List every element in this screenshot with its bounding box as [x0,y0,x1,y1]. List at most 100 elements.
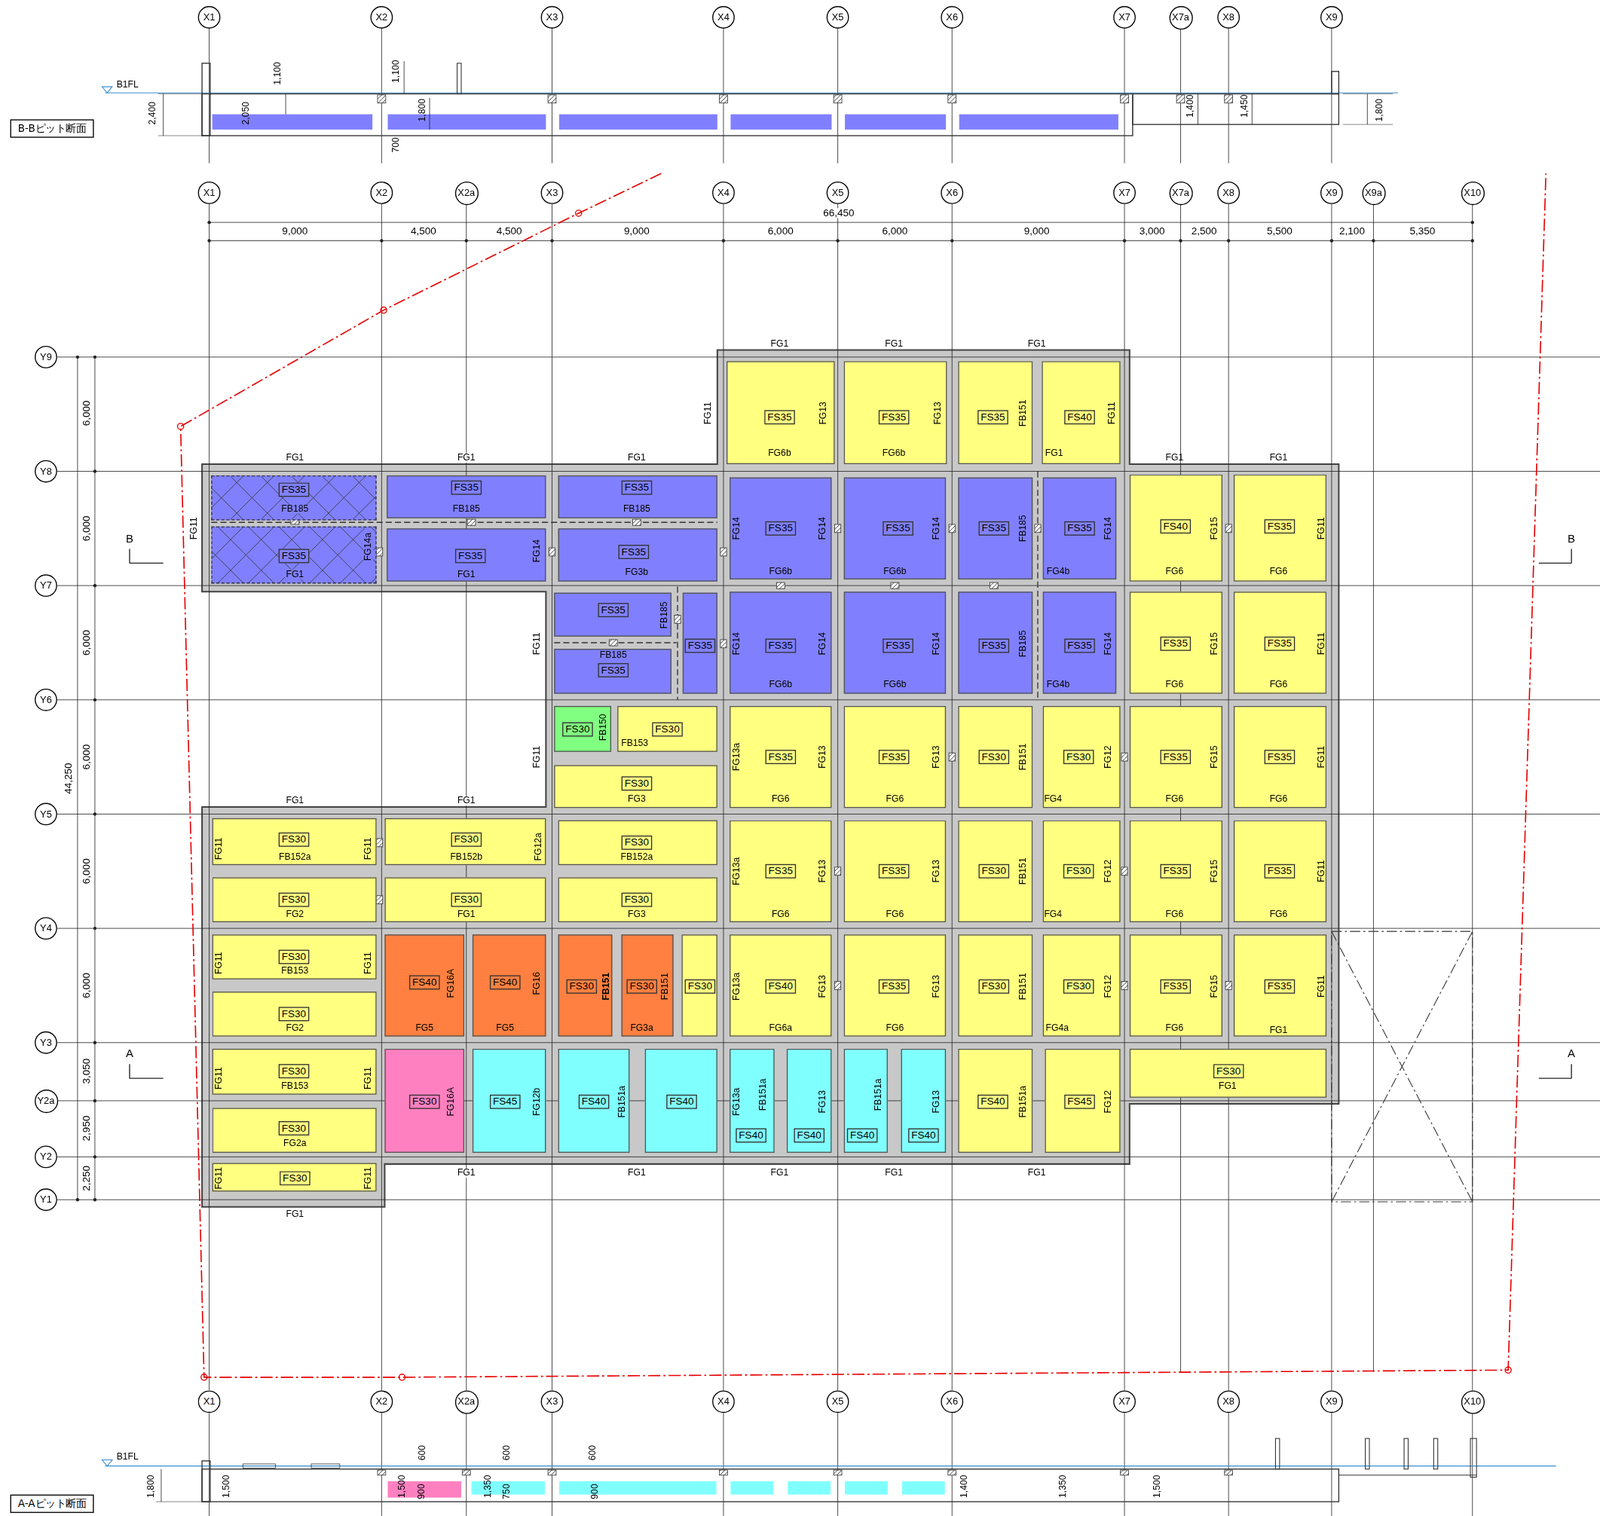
slab-code: FS35 [278,482,309,497]
beam-label: FG5 [495,1024,515,1034]
grid-bubble: X5 [826,181,850,205]
grid-label: X6 [945,12,958,23]
beam-label: FG6 [1268,679,1288,689]
dimension-tick [550,238,554,242]
slab-panel: FS35 [844,591,946,694]
beam-label: FB151 [601,972,611,1002]
dimension-text: 6,000 [766,226,795,238]
slab-panel: FS35 [553,593,672,637]
grid-label: X2 [376,1397,389,1408]
beam-label: FG15 [1209,974,1219,1000]
pit-water-band [959,114,1119,130]
dimension-text: 4,500 [409,226,438,238]
grid-line [57,813,1600,815]
slab-code: FS40 [578,1095,609,1110]
dimension-text: 6,000 [81,743,92,771]
slab-code: FS40 [908,1128,939,1143]
beam-label: FG1 [1043,448,1064,458]
grid-label: X2 [376,12,389,23]
beam-label: FG14 [532,538,542,564]
slab-code: FS35 [455,548,486,563]
beam-label: FG13 [817,859,827,885]
sub-beam-line [211,522,718,524]
beam-label: FG6a [767,1024,793,1034]
grid-line [551,204,553,1392]
hatch-line [340,527,376,583]
slab-panel: FS35 [1129,820,1223,923]
beam-label: FG13 [932,1089,942,1115]
beam-label: FB185 [598,650,628,660]
property-point [398,1374,405,1381]
dimension-tick [93,584,97,588]
hatch-line [212,476,244,520]
beam-break-mark [776,582,785,589]
dimension-tick [93,926,97,931]
grid-bubble: Y8 [34,460,58,484]
grid-label: X9 [1325,187,1338,198]
slab-code: FS35 [977,409,1008,425]
grid-line [57,1156,1600,1158]
grid-label: Y1 [39,1195,53,1206]
beam-break-mark [1121,752,1128,762]
dimension-tick [93,355,97,359]
beam-label: FB153 [280,966,310,976]
slab-code: FS35 [878,409,909,425]
column-section [719,1470,729,1476]
pit-section-outline [1132,94,1339,126]
beam-label: FG16 [532,971,542,997]
post [1365,1438,1370,1470]
dimension-line [76,357,78,1200]
slab-code: FS35 [878,864,909,879]
beam-break-mark [835,867,842,876]
slab-code: FS35 [878,979,909,995]
slab-code: FS35 [882,521,913,536]
section-cut-mark [129,1077,164,1079]
slab-code: FS40 [793,1128,824,1143]
property-point [575,210,582,217]
beam-label: FG12b [532,1086,542,1117]
hatch-line [340,527,376,583]
grid-bubble: X2a [454,180,478,205]
slab-code: FS30 [651,722,683,738]
beam-label: FB152a [278,852,313,862]
beam-label: FG15 [1209,631,1219,657]
pit-water-band [730,114,832,130]
section-dimension: 1,100 [391,58,401,84]
column-section [833,94,842,104]
beam-label: FG11 [1316,631,1326,656]
beam-label: FG6 [884,1024,905,1034]
beam-break-mark [835,524,842,533]
slab-code: FS35 [1064,521,1095,536]
slab-code: FS35 [1160,864,1191,879]
beam-label: FG1 [884,339,904,349]
grid-label: X1 [203,12,216,23]
dimension-text: 5,350 [1408,226,1437,238]
grid-line [465,1413,467,1516]
beam-label: FG6b [881,448,906,458]
hatch-line [352,476,376,520]
hatch-line [352,476,376,520]
dimension-line [94,357,95,1200]
level-marker [101,86,113,93]
dimension-line [1367,94,1368,126]
beam-label: FG1 [884,1168,904,1178]
beam-label: FB185 [659,600,669,631]
beam-label: FG11 [214,1066,224,1091]
beam-label: FG2a [282,1139,308,1149]
dimension-text: 2,100 [1338,226,1367,238]
extension-line [158,93,202,95]
dimension-line [209,222,1473,224]
slab-panel: FS35 [729,477,832,580]
beam-label: FG15 [1209,516,1219,542]
pit-section-outline [201,94,1133,137]
dimension-tick [93,469,97,473]
pit-water-band [787,1481,831,1496]
grid-label: Y7 [39,581,53,591]
slab-panel: FS40 [1129,474,1223,582]
slab-code: FS30 [278,893,309,908]
beam-label: FG12 [1103,1089,1113,1115]
section-dimension: 2,400 [148,100,158,126]
grid-label: X5 [832,1397,845,1408]
grid-bubble: X3 [541,1390,564,1414]
section-cut-letter: B [1566,532,1577,545]
